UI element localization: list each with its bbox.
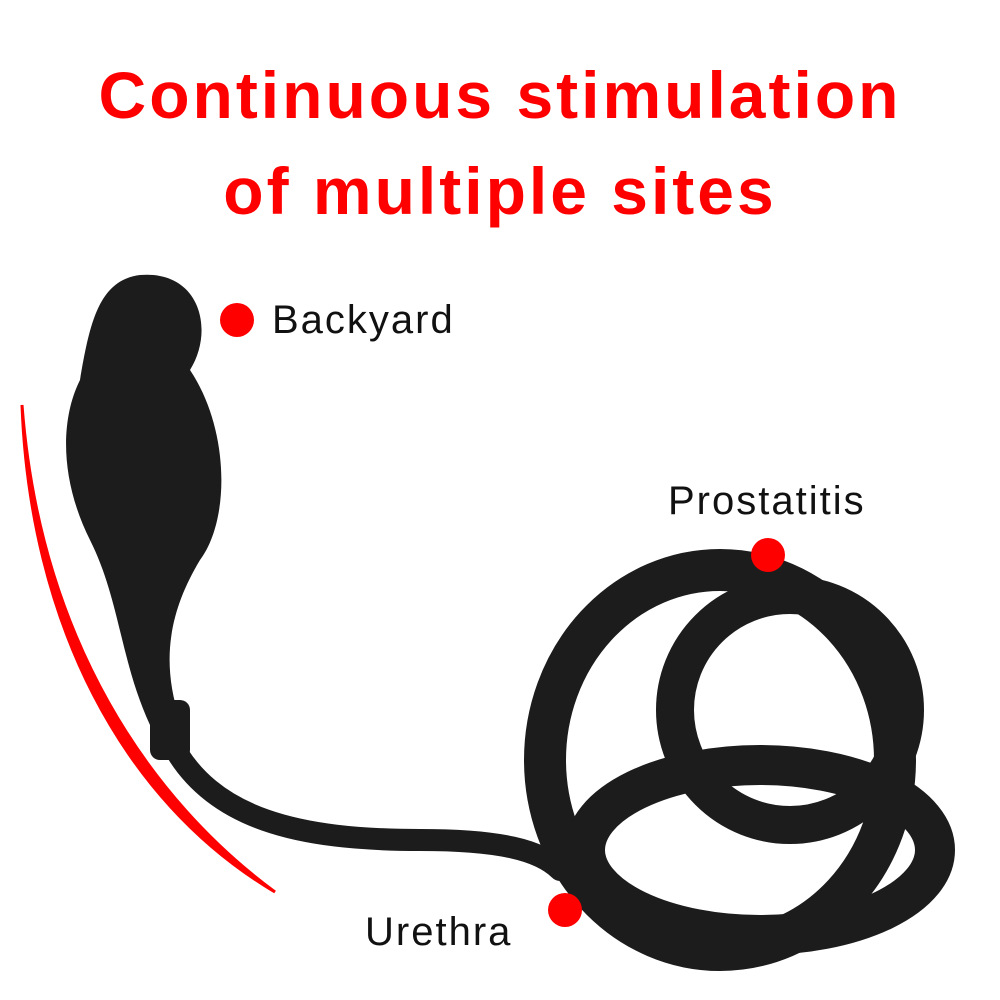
backyard-label: Backyard xyxy=(272,298,455,342)
prostatitis-marker-dot xyxy=(751,538,785,572)
cock-rings xyxy=(524,549,955,971)
headline-line-1: Continuous stimulation xyxy=(98,58,902,132)
red-accent-arc xyxy=(20,404,276,894)
headline-line-2: of multiple sites xyxy=(223,154,777,228)
backyard-marker-dot xyxy=(220,303,254,337)
urethra-marker-dot xyxy=(548,893,582,927)
connector-cord xyxy=(159,729,571,881)
urethra-label: Urethra xyxy=(365,910,513,954)
prostatitis-label: Prostatitis xyxy=(668,479,866,523)
